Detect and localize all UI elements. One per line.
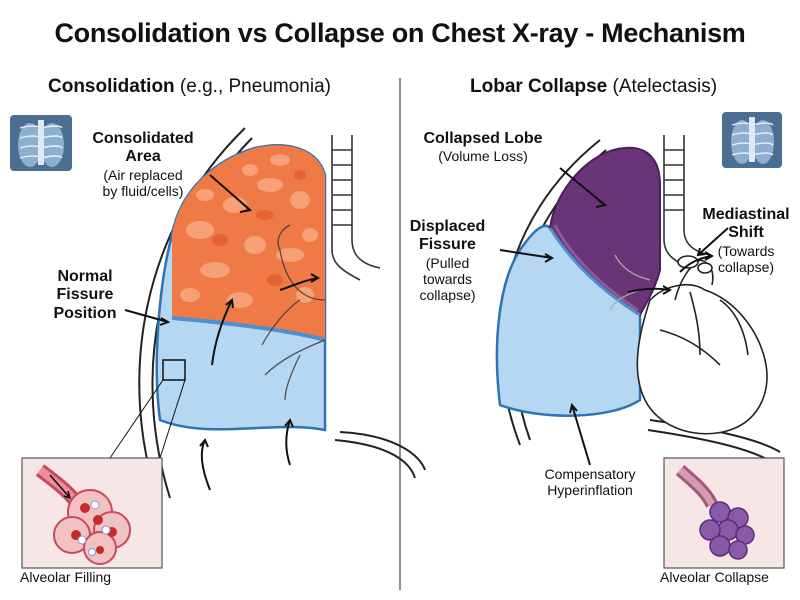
left-panel-heading: Consolidation (e.g., Pneumonia) — [48, 76, 331, 98]
heart-outline — [636, 255, 768, 435]
consolidation-dark-patches — [212, 170, 306, 286]
left-xray-thumbnail — [10, 115, 72, 171]
label-mediastinal-shift: Mediastinal Shift (Towards collapse) — [702, 206, 790, 275]
right-panel-heading: Lobar Collapse (Atelectasis) — [470, 76, 717, 98]
label-compensatory-hyperinflation: Compensatory Hyperinflation — [544, 466, 636, 499]
left-bronchi — [261, 224, 326, 401]
right-heading-rest: (Atelectasis) — [607, 76, 718, 97]
alveolar-filling-inset — [21, 457, 163, 569]
label-normal-fissure: Normal Fissure Position — [53, 268, 117, 322]
alveolar-collapse-inset — [663, 457, 785, 569]
consolidation-texture — [180, 154, 318, 308]
left-heading-bold: Consolidation — [48, 76, 175, 97]
label-displaced-fissure: Displaced Fissure (Pulled towards collap… — [409, 218, 486, 303]
page-title: Consolidation vs Collapse on Chest X-ray… — [54, 18, 746, 48]
label-consolidated-area: Consolidated Area (Air replaced by fluid… — [92, 130, 194, 199]
caption-alveolar-collapse: Alveolar Collapse — [660, 569, 769, 585]
right-arrows — [499, 167, 729, 466]
right-heading-bold: Lobar Collapse — [470, 76, 608, 97]
left-normal-fissure — [171, 316, 326, 342]
left-trachea — [331, 135, 381, 281]
caption-alveolar-filling: Alveolar Filling — [20, 569, 112, 585]
right-xray-thumbnail — [722, 112, 782, 168]
left-arrows — [124, 174, 321, 491]
label-collapsed-lobe: Collapsed Lobe (Volume Loss) — [423, 130, 543, 165]
left-sample-marker — [162, 359, 186, 381]
left-heading-rest: (e.g., Pneumonia) — [174, 76, 331, 97]
right-displaced-fissure — [548, 227, 641, 317]
